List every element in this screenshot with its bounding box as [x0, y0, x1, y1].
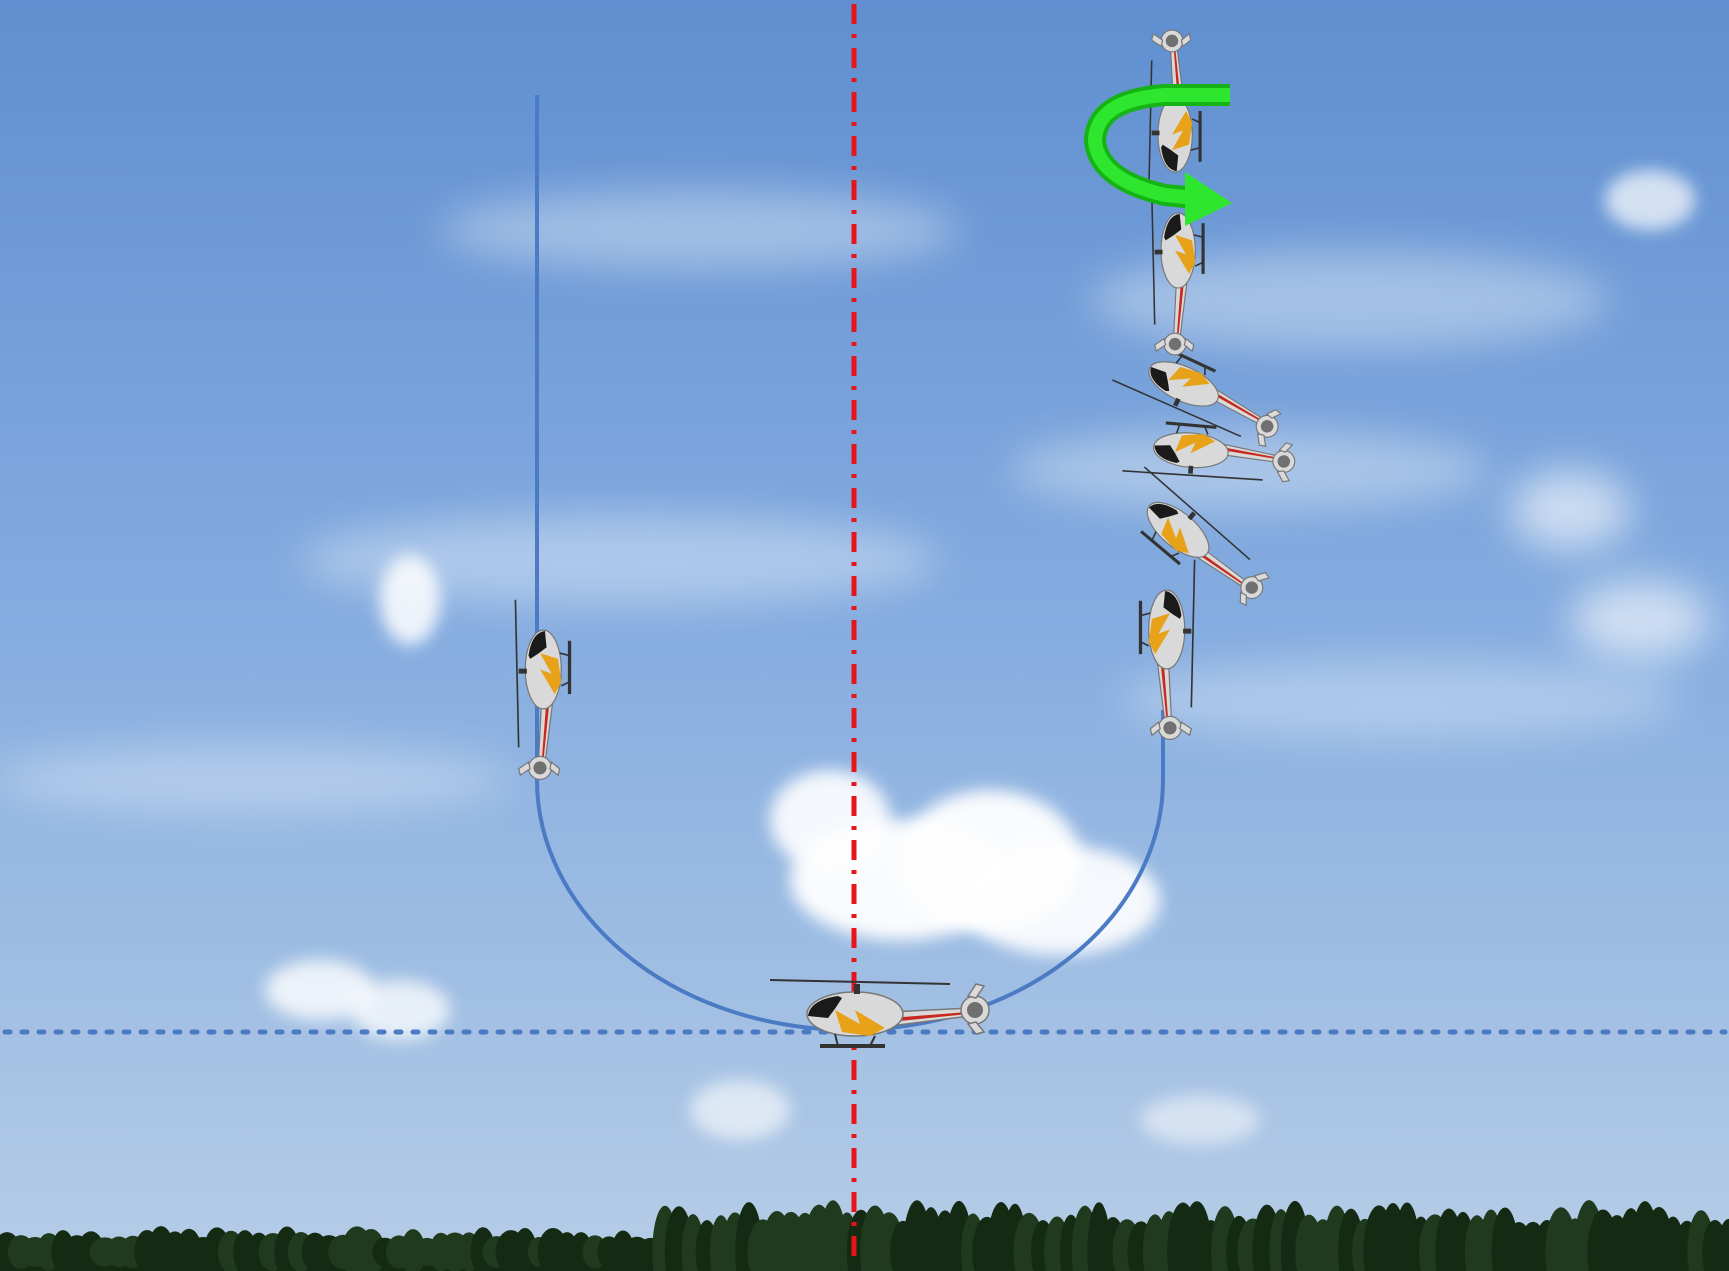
cloud-16	[1120, 660, 1680, 740]
treeline	[0, 1200, 1729, 1271]
cloud-11	[1605, 170, 1695, 230]
cloud-7	[350, 980, 450, 1040]
cloud-3	[960, 845, 1160, 955]
cloud-17	[0, 745, 510, 815]
cloud-12	[1570, 580, 1710, 660]
cloud-9	[1140, 1095, 1260, 1145]
cloud-18	[1010, 430, 1490, 510]
cloud-13	[440, 190, 960, 270]
cloud-15	[300, 515, 940, 605]
curved-arrow-right-icon	[1083, 84, 1232, 226]
tree	[1717, 1218, 1729, 1271]
cloud-4	[770, 770, 890, 870]
cloud-10	[1510, 470, 1630, 550]
cloud-14	[1090, 250, 1610, 350]
cloud-6	[265, 960, 375, 1020]
cloud-layer	[0, 170, 1710, 1145]
cloud-8	[690, 1080, 790, 1140]
